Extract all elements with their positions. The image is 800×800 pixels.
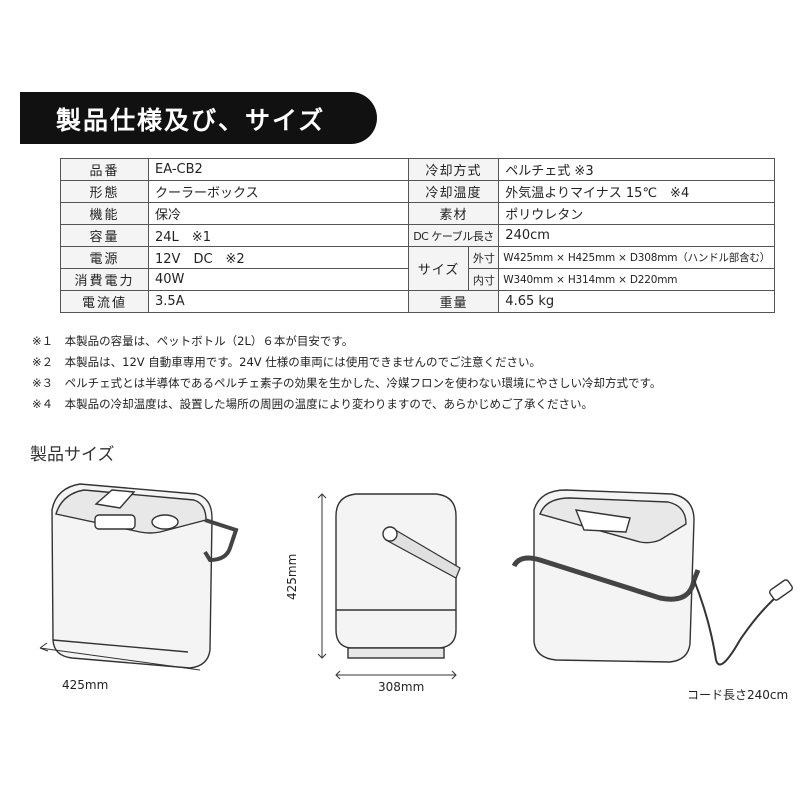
spec-value: ポリウレタン xyxy=(498,202,775,225)
cooler-side-drawing xyxy=(317,493,461,680)
cord-length-label: コード長さ240cm xyxy=(687,688,789,702)
spec-key: 品番 xyxy=(59,158,150,181)
table-row: 電流値 3.5A 重量 4.65 kg xyxy=(59,290,775,313)
table-row: 品番 EA-CB2 冷却方式 ペルチェ式 ※3 xyxy=(59,158,775,181)
table-row: 消費電力 40W 内寸 W340mm × H314mm × D220mm xyxy=(59,268,775,291)
footnotes: ※１ 本製品の容量は、ペットボトル（2L）６本が目安です。 ※２ 本製品は、12… xyxy=(32,331,661,415)
spec-value: W340mm × H314mm × D220mm xyxy=(498,268,775,291)
spec-value: 保冷 xyxy=(148,202,409,225)
spec-key: 容量 xyxy=(59,224,150,247)
page-title: 製品仕様及び、サイズ xyxy=(56,106,326,135)
spec-value: ペルチェ式 ※3 xyxy=(498,158,775,181)
cooler-handle-drawing xyxy=(511,489,793,666)
title-banner: 製品仕様及び、サイズ xyxy=(20,92,377,144)
product-drawings xyxy=(39,483,793,680)
spec-key: 電源 xyxy=(59,246,150,269)
spec-subkey: 外寸 xyxy=(468,246,500,269)
spec-value: W425mm × H425mm × D308mm（ハンドル部含む） xyxy=(498,246,775,269)
cooler-front-drawing xyxy=(39,483,239,671)
spec-key: サイズ xyxy=(407,246,470,291)
table-row: 機能 保冷 素材 ポリウレタン xyxy=(59,202,775,225)
spec-key: 重量 xyxy=(407,290,500,313)
spec-key: 機能 xyxy=(59,202,150,225)
depth-dimension: 308mm xyxy=(378,680,425,694)
footnote: ※１ 本製品の容量は、ペットボトル（2L）６本が目安です。 xyxy=(32,334,354,348)
footnote: ※３ ペルチェ式とは半導体であるペルチェ素子の効果を生かした、冷媒フロンを使わな… xyxy=(32,376,662,390)
spec-subkey: 内寸 xyxy=(468,268,500,291)
spec-key: 冷却温度 xyxy=(407,180,500,203)
spec-key: 形態 xyxy=(59,180,150,203)
spec-value: 外気温よりマイナス 15℃ ※4 xyxy=(498,180,775,203)
spec-value: 4.65 kg xyxy=(498,290,775,313)
spec-key: 素材 xyxy=(407,202,500,225)
height-dimension: 425mm xyxy=(285,553,299,600)
spec-value: EA-CB2 xyxy=(148,158,409,181)
footnote: ※４ 本製品の冷却温度は、設置した場所の周囲の温度により変わりますので、あらかじ… xyxy=(32,397,593,411)
spec-value: クーラーボックス xyxy=(148,180,409,203)
spec-value: 3.5A xyxy=(148,290,409,313)
size-heading: 製品サイズ xyxy=(30,445,115,465)
spec-key: 消費電力 xyxy=(59,268,150,291)
table-row: 形態 クーラーボックス 冷却温度 外気温よりマイナス 15℃ ※4 xyxy=(59,180,775,203)
table-row: 容量 24L ※1 DC ケーブル長さ 240cm xyxy=(59,224,775,247)
spec-value: 240cm xyxy=(498,224,775,247)
width-dimension: 425mm xyxy=(62,678,109,692)
table-row: 電源 12V DC ※2 サイズ 外寸 W425mm × H425mm × D3… xyxy=(59,246,775,291)
spec-value: 24L ※1 xyxy=(148,224,409,247)
spec-key: 冷却方式 xyxy=(407,158,500,181)
spec-value: 40W xyxy=(148,268,409,291)
footnote: ※２ 本製品は、12V 自動車専用です。24V 仕様の車両には使用できませんので… xyxy=(32,355,541,369)
spec-value: 12V DC ※2 xyxy=(148,246,409,269)
spec-key: DC ケーブル長さ xyxy=(407,224,500,247)
spec-table: 品番 EA-CB2 冷却方式 ペルチェ式 ※3 形態 クーラーボックス 冷却温度… xyxy=(59,158,775,313)
spec-key: 電流値 xyxy=(59,290,150,313)
